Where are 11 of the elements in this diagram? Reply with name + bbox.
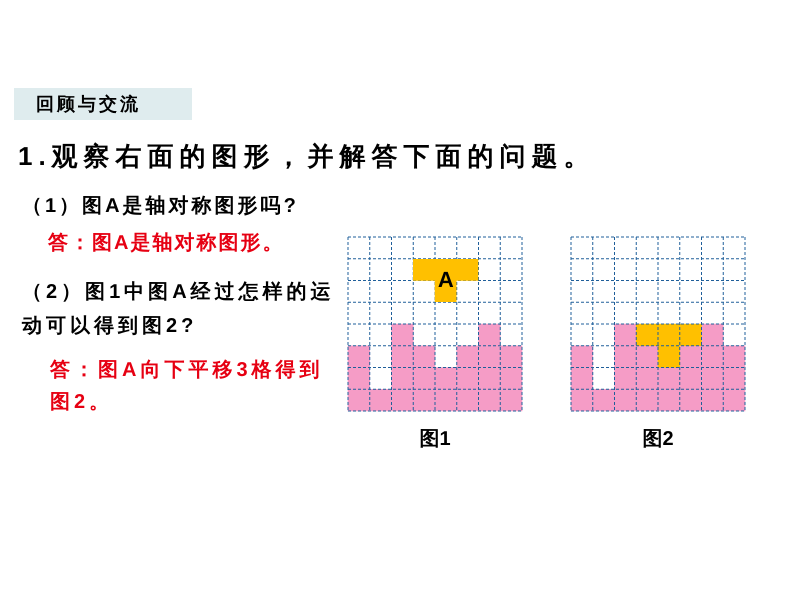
question-text: 1.观察右面的图形，并解答下面的问题。 — [18, 140, 597, 173]
answer-text: 答：图A向下平移3格得到图2。 — [50, 358, 325, 415]
figure-caption: 图1 — [418, 427, 452, 452]
grid-drawing — [348, 237, 522, 411]
figure-caption: 图2 — [641, 427, 675, 452]
section-header: 回顾与交流 — [14, 88, 192, 120]
question-text: （1）图A是轴对称图形吗? — [22, 194, 300, 219]
t-shape: A — [413, 258, 478, 302]
question-text: （2）图1中图A经过怎样的运动可以得到图2? — [22, 280, 336, 339]
answer-text: 答：图A是轴对称图形。 — [48, 231, 286, 256]
grid-drawing — [571, 237, 745, 411]
